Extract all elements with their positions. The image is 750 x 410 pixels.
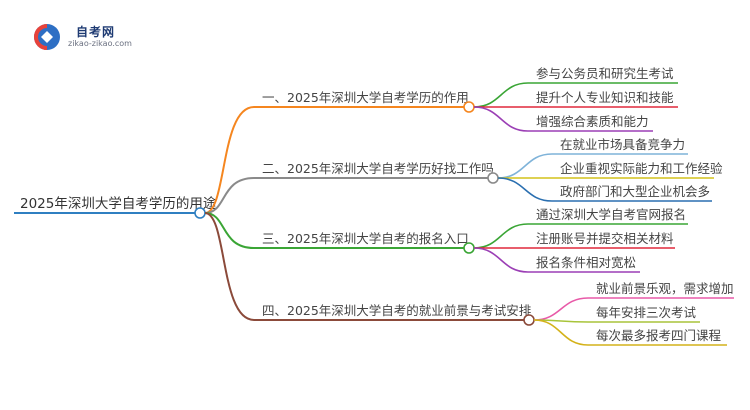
root-label: 2025年深圳大学自考学历的用途 — [20, 195, 217, 212]
leaf-label: 企业重视实际能力和工作经验 — [560, 161, 723, 176]
leaf-1-3[interactable]: 增强综合素质和能力 — [473, 106, 653, 132]
logo-name: 自考网 — [76, 25, 116, 39]
branch-4[interactable]: 四、2025年深圳大学自考的就业前景与考试安排 — [204, 212, 535, 326]
branch-3[interactable]: 三、2025年深圳大学自考的报名入口 — [204, 212, 475, 254]
branch-label: 二、2025年深圳大学自考学历好找工作吗 — [262, 161, 494, 176]
leaf-label: 增强综合素质和能力 — [536, 114, 649, 129]
leaf-2-1[interactable]: 在就业市场具备竞争力 — [497, 137, 688, 179]
branch-label: 一、2025年深圳大学自考学历的作用 — [262, 90, 469, 105]
logo-mark-icon — [34, 24, 60, 50]
leaf-label: 每年安排三次考试 — [596, 305, 697, 320]
leaf-2-2[interactable]: 企业重视实际能力和工作经验 — [498, 161, 723, 179]
leaf-connector — [533, 297, 589, 321]
leaf-connector — [473, 106, 529, 132]
leaf-1-1[interactable]: 参与公务员和研究生考试 — [473, 66, 678, 108]
leaf-label: 提升个人专业知识和技能 — [536, 90, 674, 105]
leaf-label: 通过深圳大学自考官网报名 — [536, 207, 686, 222]
branch-connector — [204, 177, 255, 214]
branch-connector — [204, 106, 255, 214]
logo-url: zikao-zikao.com — [68, 39, 132, 48]
branch-label: 四、2025年深圳大学自考的就业前景与考试安排 — [262, 303, 532, 318]
branch-label: 三、2025年深圳大学自考的报名入口 — [262, 231, 469, 246]
leaf-label: 参与公务员和研究生考试 — [536, 66, 674, 81]
site-logo[interactable]: 自考网 zikao-zikao.com — [32, 22, 144, 52]
leaf-connector — [473, 82, 529, 108]
leaf-connector — [497, 177, 553, 202]
branch-connector-dot — [463, 101, 475, 113]
leaf-label: 在就业市场具备竞争力 — [560, 137, 685, 152]
leaf-2-3[interactable]: 政府部门和大型企业机会多 — [497, 177, 712, 202]
leaf-label: 每次最多报考四门课程 — [596, 328, 722, 343]
root-node[interactable]: 2025年深圳大学自考学历的用途 — [14, 195, 217, 219]
branch-connector — [204, 212, 255, 249]
branch-connector-dot — [487, 172, 499, 184]
branch-2[interactable]: 二、2025年深圳大学自考学历好找工作吗 — [204, 161, 499, 214]
leaf-label: 就业前景乐观，需求增加 — [596, 281, 734, 296]
leaf-connector — [497, 153, 553, 179]
branch-1[interactable]: 一、2025年深圳大学自考学历的作用 — [204, 90, 475, 214]
leaf-4-2[interactable]: 每年安排三次考试 — [533, 305, 700, 323]
leaf-3-3[interactable]: 报名条件相对宽松 — [473, 247, 640, 273]
leaf-4-3[interactable]: 每次最多报考四门课程 — [533, 319, 727, 346]
branch-connector-dot — [523, 314, 535, 326]
leaf-connector — [533, 319, 589, 346]
leaf-label: 注册账号并提交相关材料 — [536, 231, 674, 246]
root-connector-dot — [194, 207, 206, 219]
leaf-label: 政府部门和大型企业机会多 — [560, 184, 710, 199]
branch-connector-dot — [463, 242, 475, 254]
leaf-label: 报名条件相对宽松 — [536, 255, 636, 270]
leaf-connector — [473, 223, 529, 249]
leaf-connector — [473, 247, 529, 273]
branch-connector — [204, 212, 255, 321]
